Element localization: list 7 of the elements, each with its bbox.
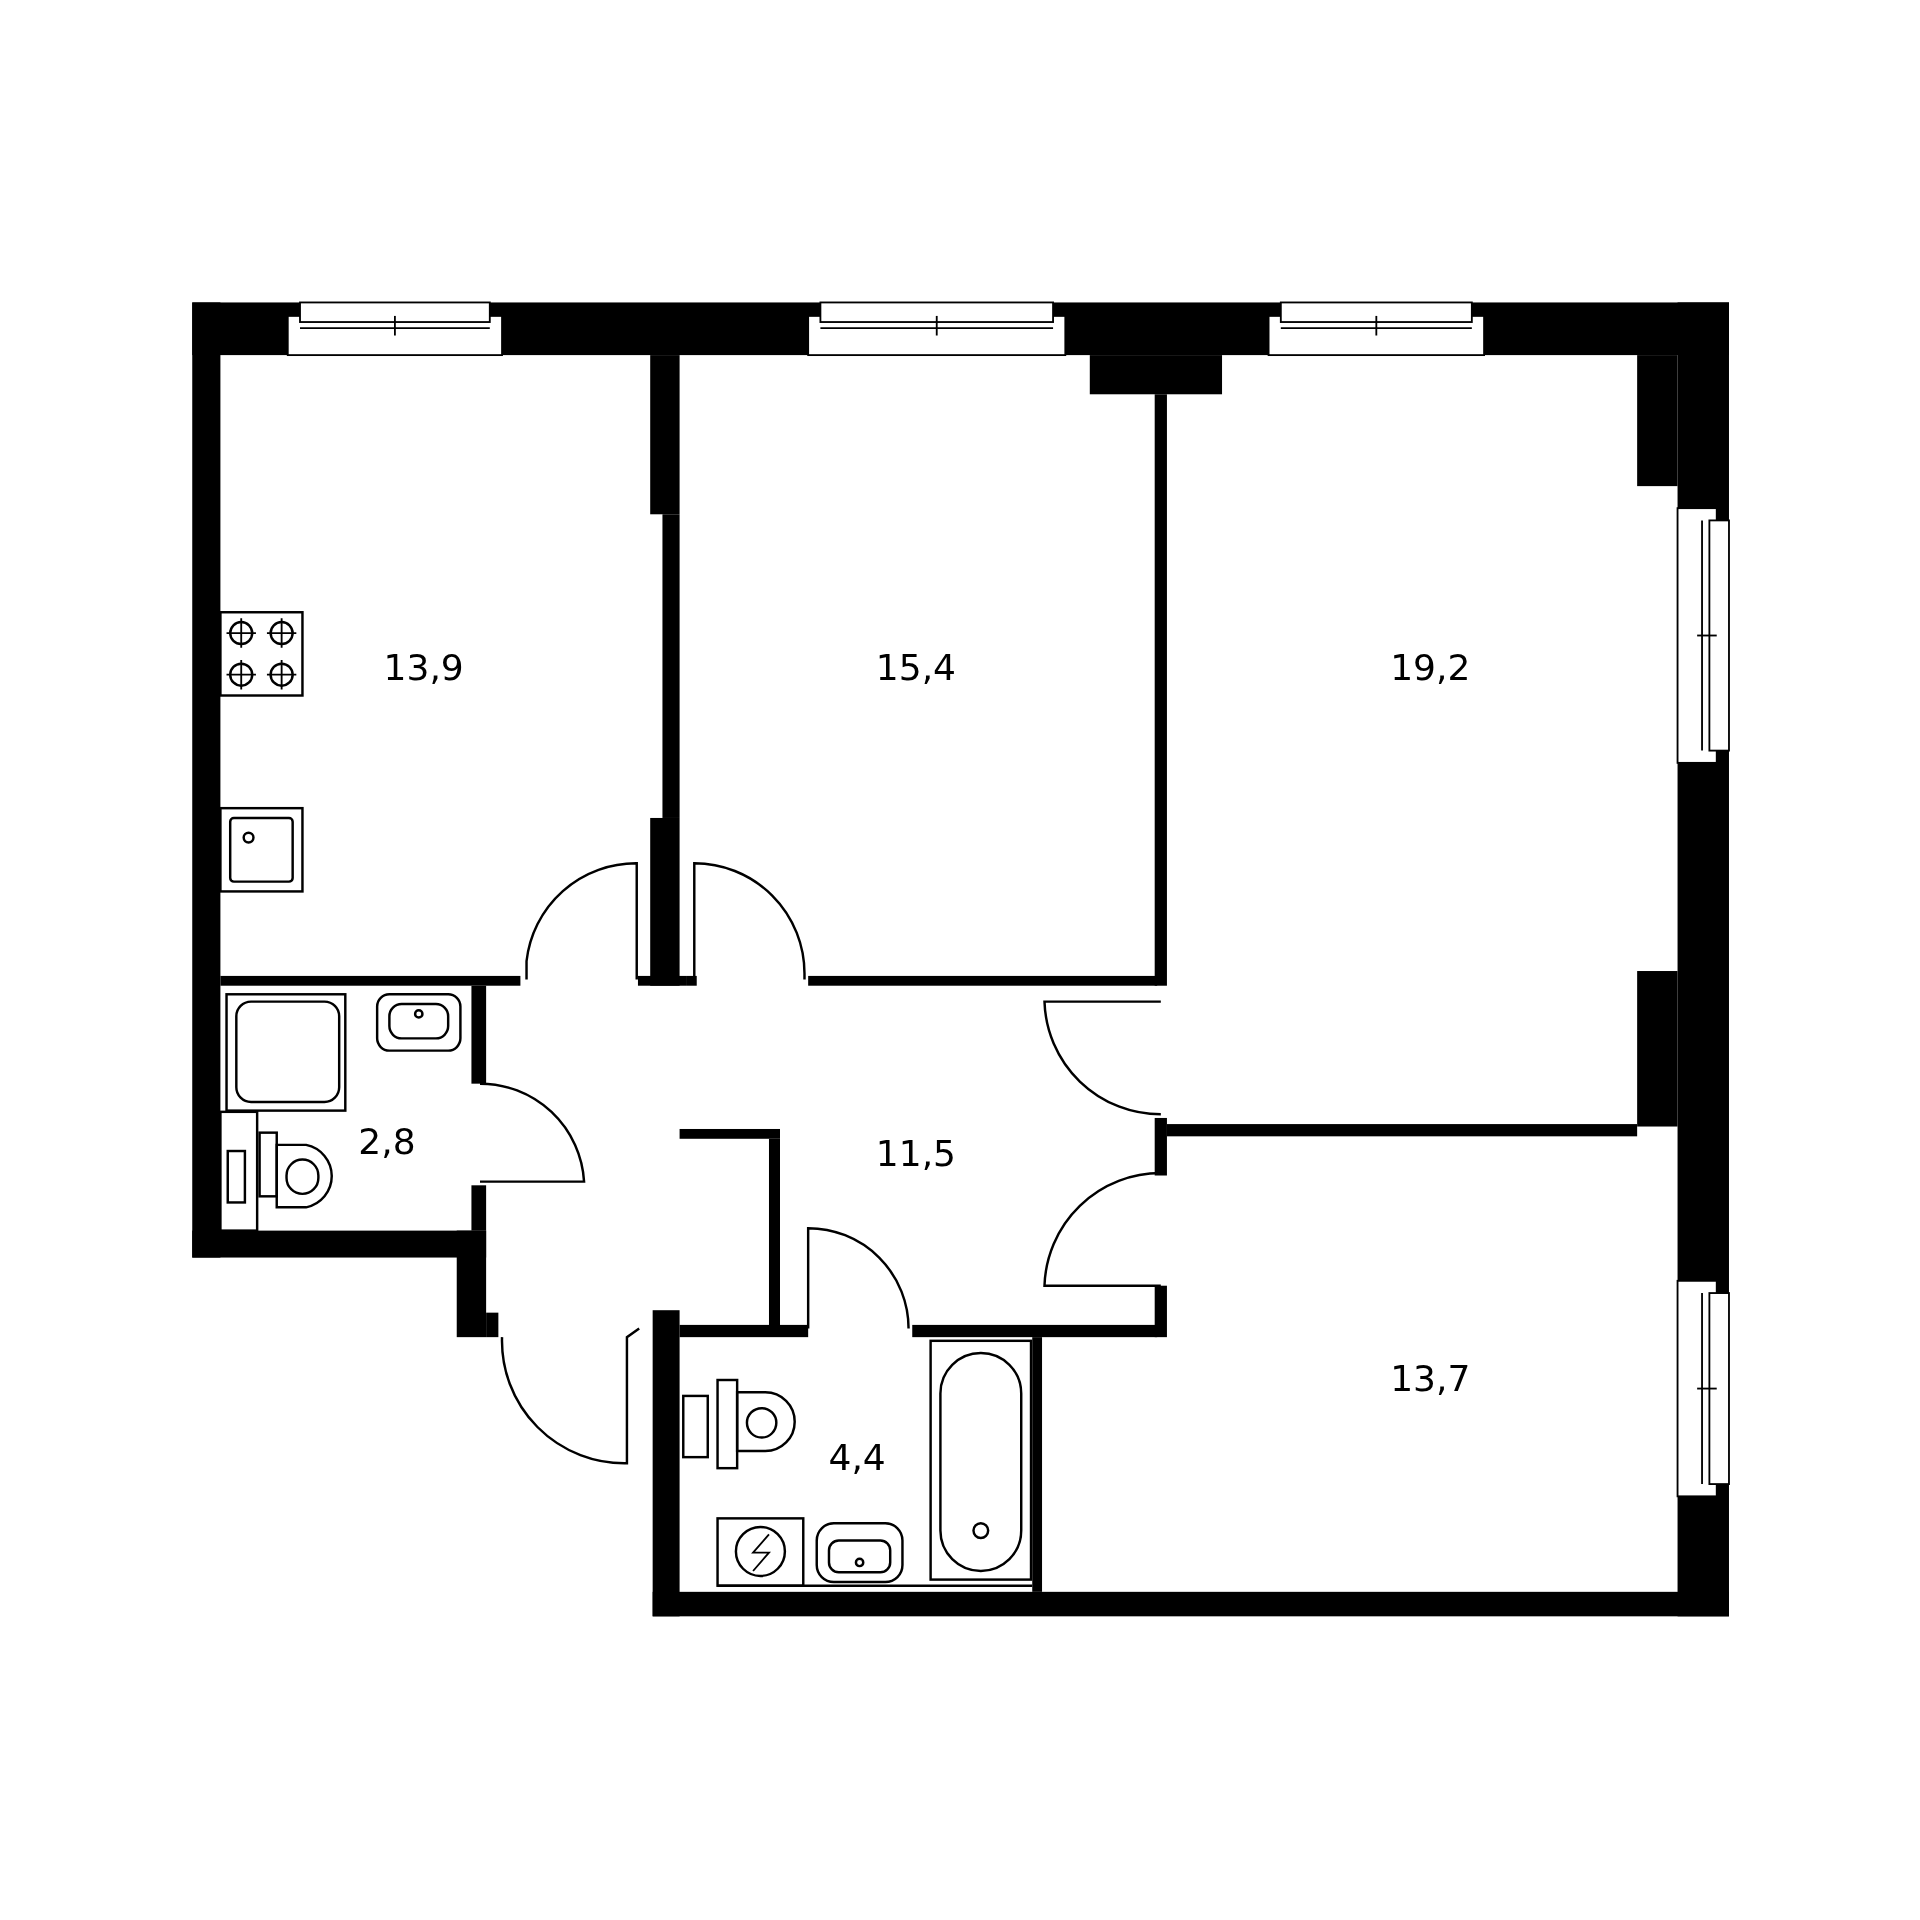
room-area: 19,2 — [1390, 646, 1471, 688]
room-area: 15,4 — [875, 646, 956, 688]
room-area: 13,9 — [383, 646, 464, 688]
room-area: 4,4 — [828, 1436, 886, 1478]
room-area: 11,5 — [875, 1132, 956, 1174]
room-area: 2,8 — [358, 1120, 416, 1162]
room-area: 13,7 — [1390, 1357, 1471, 1399]
